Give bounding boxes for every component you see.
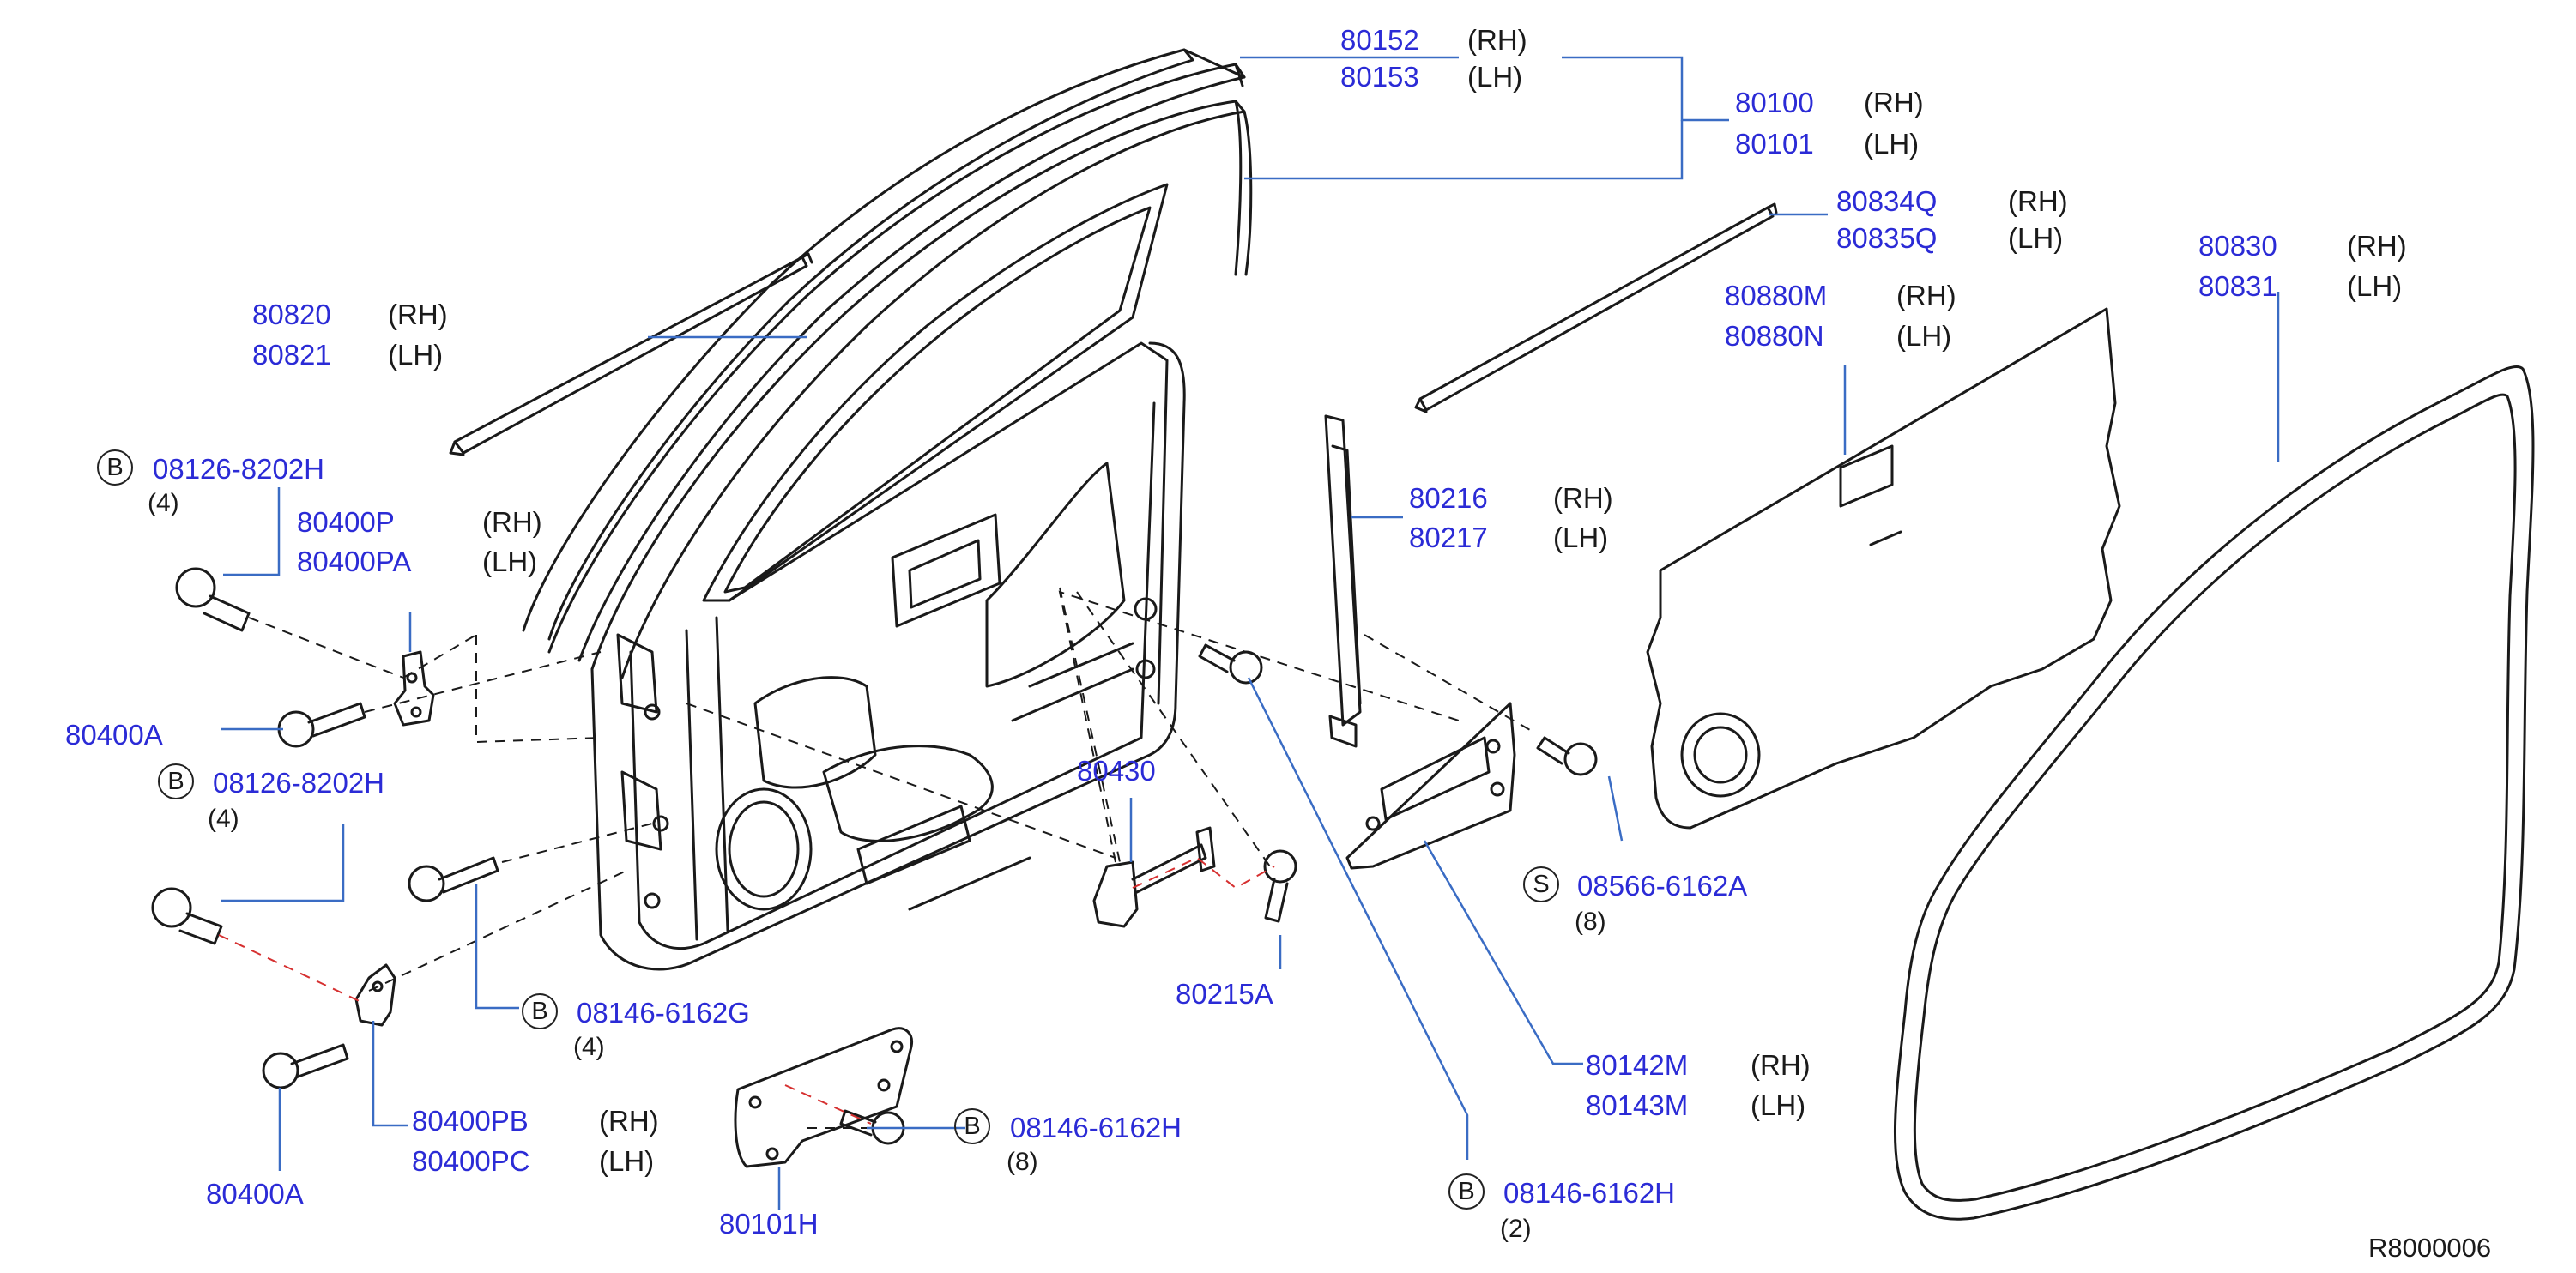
- part-number-80831[interactable]: 80831: [2198, 270, 2277, 302]
- part-number-08126-8202H-lower[interactable]: 08126-8202H: [213, 767, 384, 799]
- side-80217: (LH): [1553, 522, 1609, 553]
- bolt-80400A-lower: [262, 1043, 349, 1089]
- part-number-80820[interactable]: 80820: [252, 299, 331, 330]
- side-80101: (LH): [1864, 128, 1920, 160]
- part-number-08146-6162H-right[interactable]: 08146-6162H: [1010, 1112, 1182, 1143]
- bolt-08146-6162H-middle: [1198, 643, 1263, 685]
- bolt-08146-6162G: [408, 856, 499, 902]
- part-number-80821[interactable]: 80821: [252, 339, 331, 371]
- qty-08146-6162G: (4): [573, 1033, 605, 1061]
- side-80880M: (RH): [1896, 280, 1956, 311]
- assembly-red-lines: [218, 856, 1275, 1125]
- side-80820: (RH): [388, 299, 448, 330]
- hinge-bracket-80101H: [734, 1027, 914, 1168]
- side-80142M: (RH): [1751, 1049, 1811, 1081]
- part-number-08146-6162G[interactable]: 08146-6162G: [577, 997, 750, 1029]
- part-number-80215A[interactable]: 80215A: [1176, 978, 1273, 1010]
- weatherstrip-80830: [1893, 365, 2535, 1221]
- side-80216: (RH): [1553, 482, 1613, 514]
- part-number-80217[interactable]: 80217: [1409, 522, 1488, 553]
- bolt-80215A: [1263, 849, 1297, 923]
- qty-08146-6162H-right: (8): [1007, 1148, 1038, 1176]
- part-number-80216[interactable]: 80216: [1409, 482, 1488, 514]
- side-80830: (RH): [2347, 230, 2407, 262]
- side-80100: (RH): [1864, 87, 1924, 118]
- bolt-08126-8202H-upper: [175, 567, 251, 632]
- part-number-80143M[interactable]: 80143M: [1586, 1089, 1689, 1121]
- side-80834Q: (RH): [2008, 185, 2068, 217]
- symbol-s-08566-6162A: S: [1523, 866, 1559, 902]
- assembly-dashed-lines: [248, 587, 1537, 1129]
- part-number-80880N[interactable]: 80880N: [1725, 320, 1824, 352]
- side-80143M: (LH): [1751, 1089, 1806, 1121]
- part-number-80153[interactable]: 80153: [1340, 61, 1419, 93]
- part-number-80400A-lower[interactable]: 80400A: [206, 1178, 304, 1210]
- part-number-08126-8202H-upper[interactable]: 08126-8202H: [153, 453, 324, 485]
- side-80400PC: (LH): [599, 1145, 655, 1177]
- part-number-80880M[interactable]: 80880M: [1725, 280, 1828, 311]
- side-80153: (LH): [1467, 61, 1523, 93]
- leader-lines: [221, 56, 2280, 1210]
- lock-striker-plate-80142M: [1345, 702, 1516, 870]
- screw-08566-6162A: [1536, 736, 1598, 776]
- door-shell: [522, 48, 1253, 971]
- part-number-80101H[interactable]: 80101H: [719, 1208, 819, 1240]
- side-80400P: (RH): [482, 506, 542, 538]
- part-number-80400A-upper[interactable]: 80400A: [65, 719, 163, 751]
- part-number-80400PB[interactable]: 80400PB: [412, 1105, 529, 1137]
- part-number-80101[interactable]: 80101: [1735, 128, 1814, 160]
- part-number-80834Q[interactable]: 80834Q: [1836, 185, 1938, 217]
- qty-08566-6162A: (8): [1575, 908, 1606, 936]
- qty-08126-8202H-lower: (4): [208, 805, 239, 833]
- part-number-80100[interactable]: 80100: [1735, 87, 1814, 118]
- part-number-80835Q[interactable]: 80835Q: [1836, 222, 1938, 254]
- part-number-08146-6162H-bottom[interactable]: 08146-6162H: [1503, 1177, 1675, 1209]
- part-number-80400PA[interactable]: 80400PA: [297, 546, 412, 577]
- symbol-b-08146-6162G: B: [522, 993, 558, 1029]
- inside-moulding-80834Q: [1414, 202, 1778, 413]
- upper-hinge-80400P: [393, 650, 435, 727]
- side-80880N: (LH): [1896, 320, 1952, 352]
- outside-moulding-80820: [449, 252, 813, 456]
- part-number-80830[interactable]: 80830: [2198, 230, 2277, 262]
- bolt-08126-8202H-lower: [151, 887, 223, 945]
- part-number-80430[interactable]: 80430: [1077, 755, 1156, 787]
- symbol-b-08126-8202H-lower: B: [158, 763, 194, 799]
- symbol-b-08146-6162H-bottom: B: [1448, 1173, 1485, 1210]
- side-80400PB: (RH): [599, 1105, 659, 1137]
- part-number-80400PC[interactable]: 80400PC: [412, 1145, 530, 1177]
- sash-channel-80216: [1324, 414, 1362, 748]
- part-number-08566-6162A[interactable]: 08566-6162A: [1577, 870, 1748, 902]
- part-number-80152[interactable]: 80152: [1340, 24, 1419, 56]
- qty-08126-8202H-upper: (4): [148, 489, 179, 517]
- side-80821: (LH): [388, 339, 444, 371]
- door-check-80430: [1092, 826, 1216, 928]
- symbol-b-08126-8202H-upper: B: [97, 449, 133, 486]
- side-80400PA: (LH): [482, 546, 538, 577]
- symbol-b-08146-6162H-right: B: [954, 1108, 990, 1144]
- part-number-80142M[interactable]: 80142M: [1586, 1049, 1689, 1081]
- part-number-80400P[interactable]: 80400P: [297, 506, 395, 538]
- diagram-code: R8000006: [2368, 1233, 2492, 1263]
- side-80831: (LH): [2347, 270, 2403, 302]
- sealing-screen-80880M: [1646, 307, 2121, 830]
- bolt-80400A-upper: [277, 702, 366, 748]
- qty-08146-6162H-bottom: (2): [1500, 1215, 1532, 1243]
- side-80835Q: (LH): [2008, 222, 2064, 254]
- side-80152: (RH): [1467, 24, 1527, 56]
- lower-hinge-80400PB: [354, 963, 396, 1027]
